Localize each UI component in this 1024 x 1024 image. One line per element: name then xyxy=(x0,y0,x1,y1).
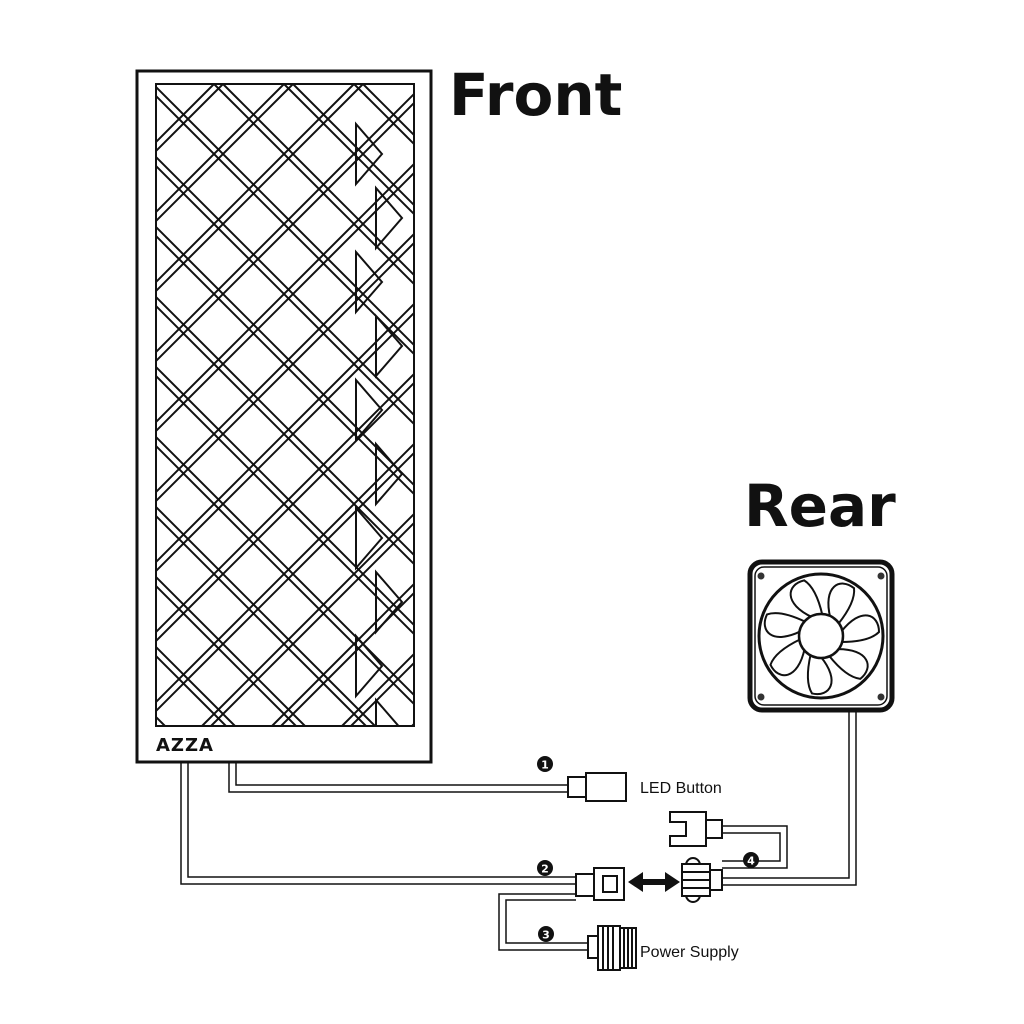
brand-logo: AZZA xyxy=(156,735,214,756)
front-heading: Front xyxy=(449,61,622,129)
badge-4: 4 xyxy=(743,852,759,868)
cables xyxy=(180,710,857,951)
svg-text:2: 2 xyxy=(541,863,549,876)
rear-fan xyxy=(747,559,895,713)
fan-screw-hole xyxy=(757,693,765,701)
power-supply-label: Power Supply xyxy=(640,944,739,961)
badge-2: 2 xyxy=(537,860,553,876)
psu-cable xyxy=(498,893,588,951)
fan-screw-hole xyxy=(757,572,765,580)
fan-screw-hole xyxy=(877,572,885,580)
svg-text:3: 3 xyxy=(542,929,550,942)
badge-1: 1 xyxy=(537,756,553,772)
badge-3: 3 xyxy=(538,926,554,942)
double-arrow-icon xyxy=(628,872,680,892)
front-panel-frame xyxy=(135,69,433,764)
power-supply-connector xyxy=(587,925,637,971)
fan-icon xyxy=(757,572,885,700)
led-cable xyxy=(228,762,568,793)
rear-heading: Rear xyxy=(744,472,896,540)
svg-text:4: 4 xyxy=(747,855,755,868)
front-mesh-pattern xyxy=(156,84,414,726)
fan-hub-female-connector xyxy=(669,811,723,847)
main-cable xyxy=(180,762,576,885)
connector-4 xyxy=(681,857,723,903)
fan-screw-hole xyxy=(877,693,885,701)
svg-text:1: 1 xyxy=(541,759,549,772)
led-button-connector xyxy=(567,772,627,802)
front-panel: AZZA xyxy=(135,69,433,764)
led-button-label: LED Button xyxy=(640,780,722,797)
connector-2 xyxy=(575,867,625,901)
fan-cable xyxy=(722,710,850,879)
